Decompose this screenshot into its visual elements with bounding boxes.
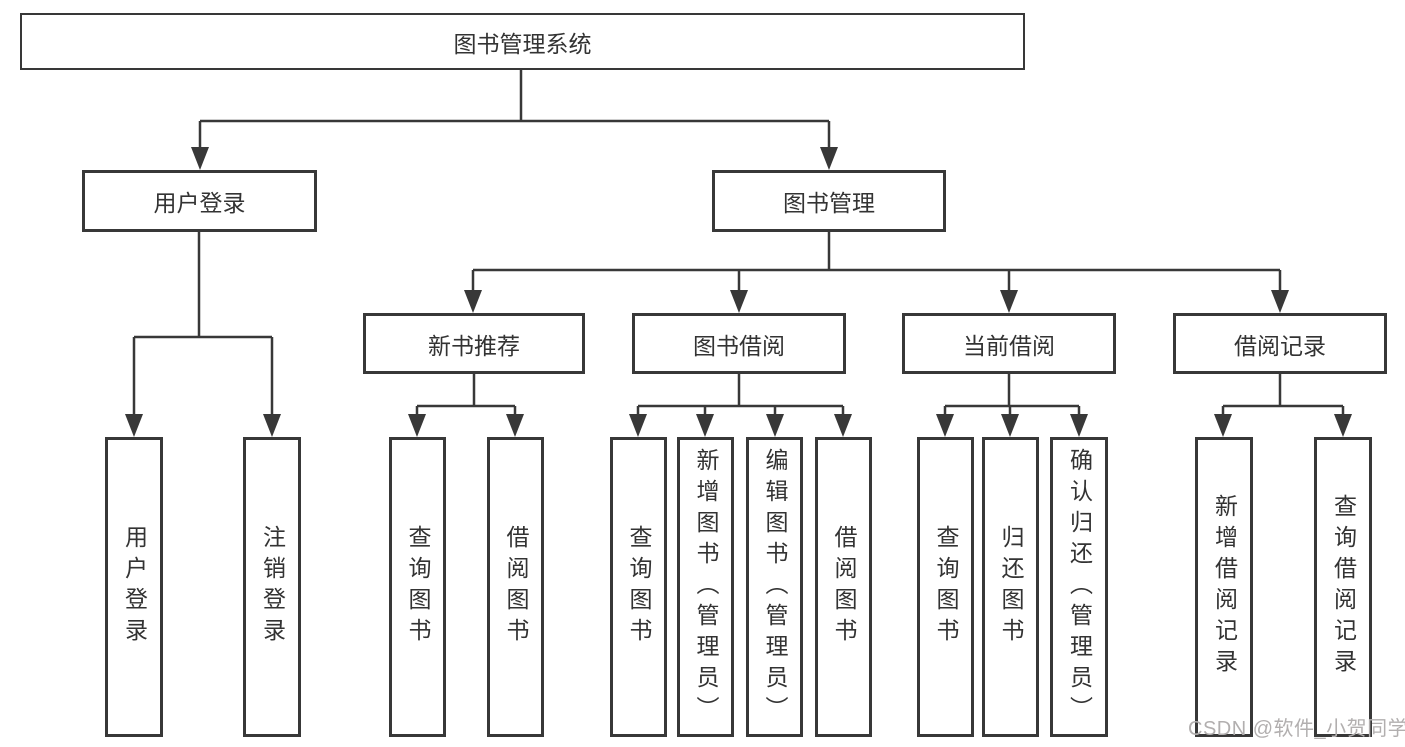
leaf-logout: 注销登录 bbox=[243, 437, 301, 737]
node-current-borrowing: 当前借阅 bbox=[902, 313, 1116, 374]
arrowhead-icon bbox=[1214, 414, 1232, 437]
arrowhead-icon bbox=[696, 414, 714, 437]
leaf-add-borrow-record: 新增借阅记录 bbox=[1195, 437, 1253, 737]
connector-root-to-level2 bbox=[198, 70, 831, 150]
leaf-label: 新增图书（管理员） bbox=[693, 447, 719, 727]
leaf-add-books-admin: 新增图书（管理员） bbox=[677, 437, 734, 737]
leaf-label: 编辑图书（管理员） bbox=[762, 447, 788, 727]
arrowhead-icon bbox=[936, 414, 954, 437]
leaf-return-books: 归还图书 bbox=[982, 437, 1039, 737]
node-book-borrowing: 图书借阅 bbox=[632, 313, 846, 374]
leaf-borrow-books: 借阅图书 bbox=[815, 437, 872, 737]
leaf-confirm-return-admin: 确认归还（管理员） bbox=[1050, 437, 1108, 737]
connector-borrow-records-to-leaves bbox=[1221, 374, 1345, 417]
connector-new-book-rec-to-leaves bbox=[415, 374, 517, 417]
leaf-label: 新增借阅记录 bbox=[1211, 494, 1238, 680]
node-label: 图书管理 bbox=[783, 190, 875, 216]
leaf-query-books-borrow: 查询图书 bbox=[610, 437, 667, 737]
arrowhead-icon bbox=[1001, 414, 1019, 437]
leaf-label: 查询图书 bbox=[933, 525, 959, 649]
connector-current-borrow-to-leaves bbox=[943, 374, 1081, 417]
leaf-label: 借阅图书 bbox=[503, 525, 529, 649]
leaf-label: 注销登录 bbox=[259, 525, 286, 649]
connector-user-login-to-leaves bbox=[132, 232, 274, 417]
leaf-query-borrow-record: 查询借阅记录 bbox=[1314, 437, 1372, 737]
arrowhead-icon bbox=[191, 147, 209, 170]
leaf-label: 归还图书 bbox=[998, 525, 1024, 649]
arrowheads bbox=[125, 147, 1352, 437]
node-book-management: 图书管理 bbox=[712, 170, 946, 232]
node-user-login: 用户登录 bbox=[82, 170, 317, 232]
arrowhead-icon bbox=[820, 147, 838, 170]
node-root-system: 图书管理系统 bbox=[20, 13, 1025, 70]
connector-book-borrow-to-leaves bbox=[636, 374, 845, 417]
leaf-borrow-books-rec: 借阅图书 bbox=[487, 437, 544, 737]
node-new-book-recommendation: 新书推荐 bbox=[363, 313, 585, 374]
leaf-label: 查询借阅记录 bbox=[1330, 494, 1357, 680]
arrowhead-icon bbox=[730, 290, 748, 313]
arrowhead-icon bbox=[125, 414, 143, 437]
node-label: 图书借阅 bbox=[693, 332, 785, 359]
leaf-label: 查询图书 bbox=[626, 525, 652, 649]
connector-book-mgmt-to-level3 bbox=[471, 232, 1282, 293]
arrowhead-icon bbox=[1334, 414, 1352, 437]
leaf-edit-books-admin: 编辑图书（管理员） bbox=[746, 437, 803, 737]
csdn-watermark: CSDN @软件_小贺同学 bbox=[1188, 718, 1405, 740]
node-root-label: 图书管理系统 bbox=[453, 30, 592, 57]
leaf-label: 借阅图书 bbox=[831, 525, 857, 649]
leaf-query-books-rec: 查询图书 bbox=[389, 437, 446, 737]
leaf-user-login: 用户登录 bbox=[105, 437, 163, 737]
arrowhead-icon bbox=[464, 290, 482, 313]
arrowhead-icon bbox=[1000, 290, 1018, 313]
node-label: 借阅记录 bbox=[1234, 332, 1326, 359]
leaf-label: 用户登录 bbox=[121, 525, 148, 649]
arrowhead-icon bbox=[1070, 414, 1088, 437]
arrowhead-icon bbox=[1271, 290, 1289, 313]
node-borrowing-records: 借阅记录 bbox=[1173, 313, 1387, 374]
node-label: 新书推荐 bbox=[428, 332, 520, 359]
leaf-label: 确认归还（管理员） bbox=[1066, 447, 1093, 727]
arrowhead-icon bbox=[629, 414, 647, 437]
arrowhead-icon bbox=[506, 414, 524, 437]
arrowhead-icon bbox=[408, 414, 426, 437]
arrowhead-icon bbox=[834, 414, 852, 437]
leaf-label: 查询图书 bbox=[405, 525, 431, 649]
leaf-query-books-current: 查询图书 bbox=[917, 437, 974, 737]
arrowhead-icon bbox=[766, 414, 784, 437]
node-label: 当前借阅 bbox=[963, 332, 1055, 359]
arrowhead-icon bbox=[263, 414, 281, 437]
node-label: 用户登录 bbox=[153, 190, 246, 216]
